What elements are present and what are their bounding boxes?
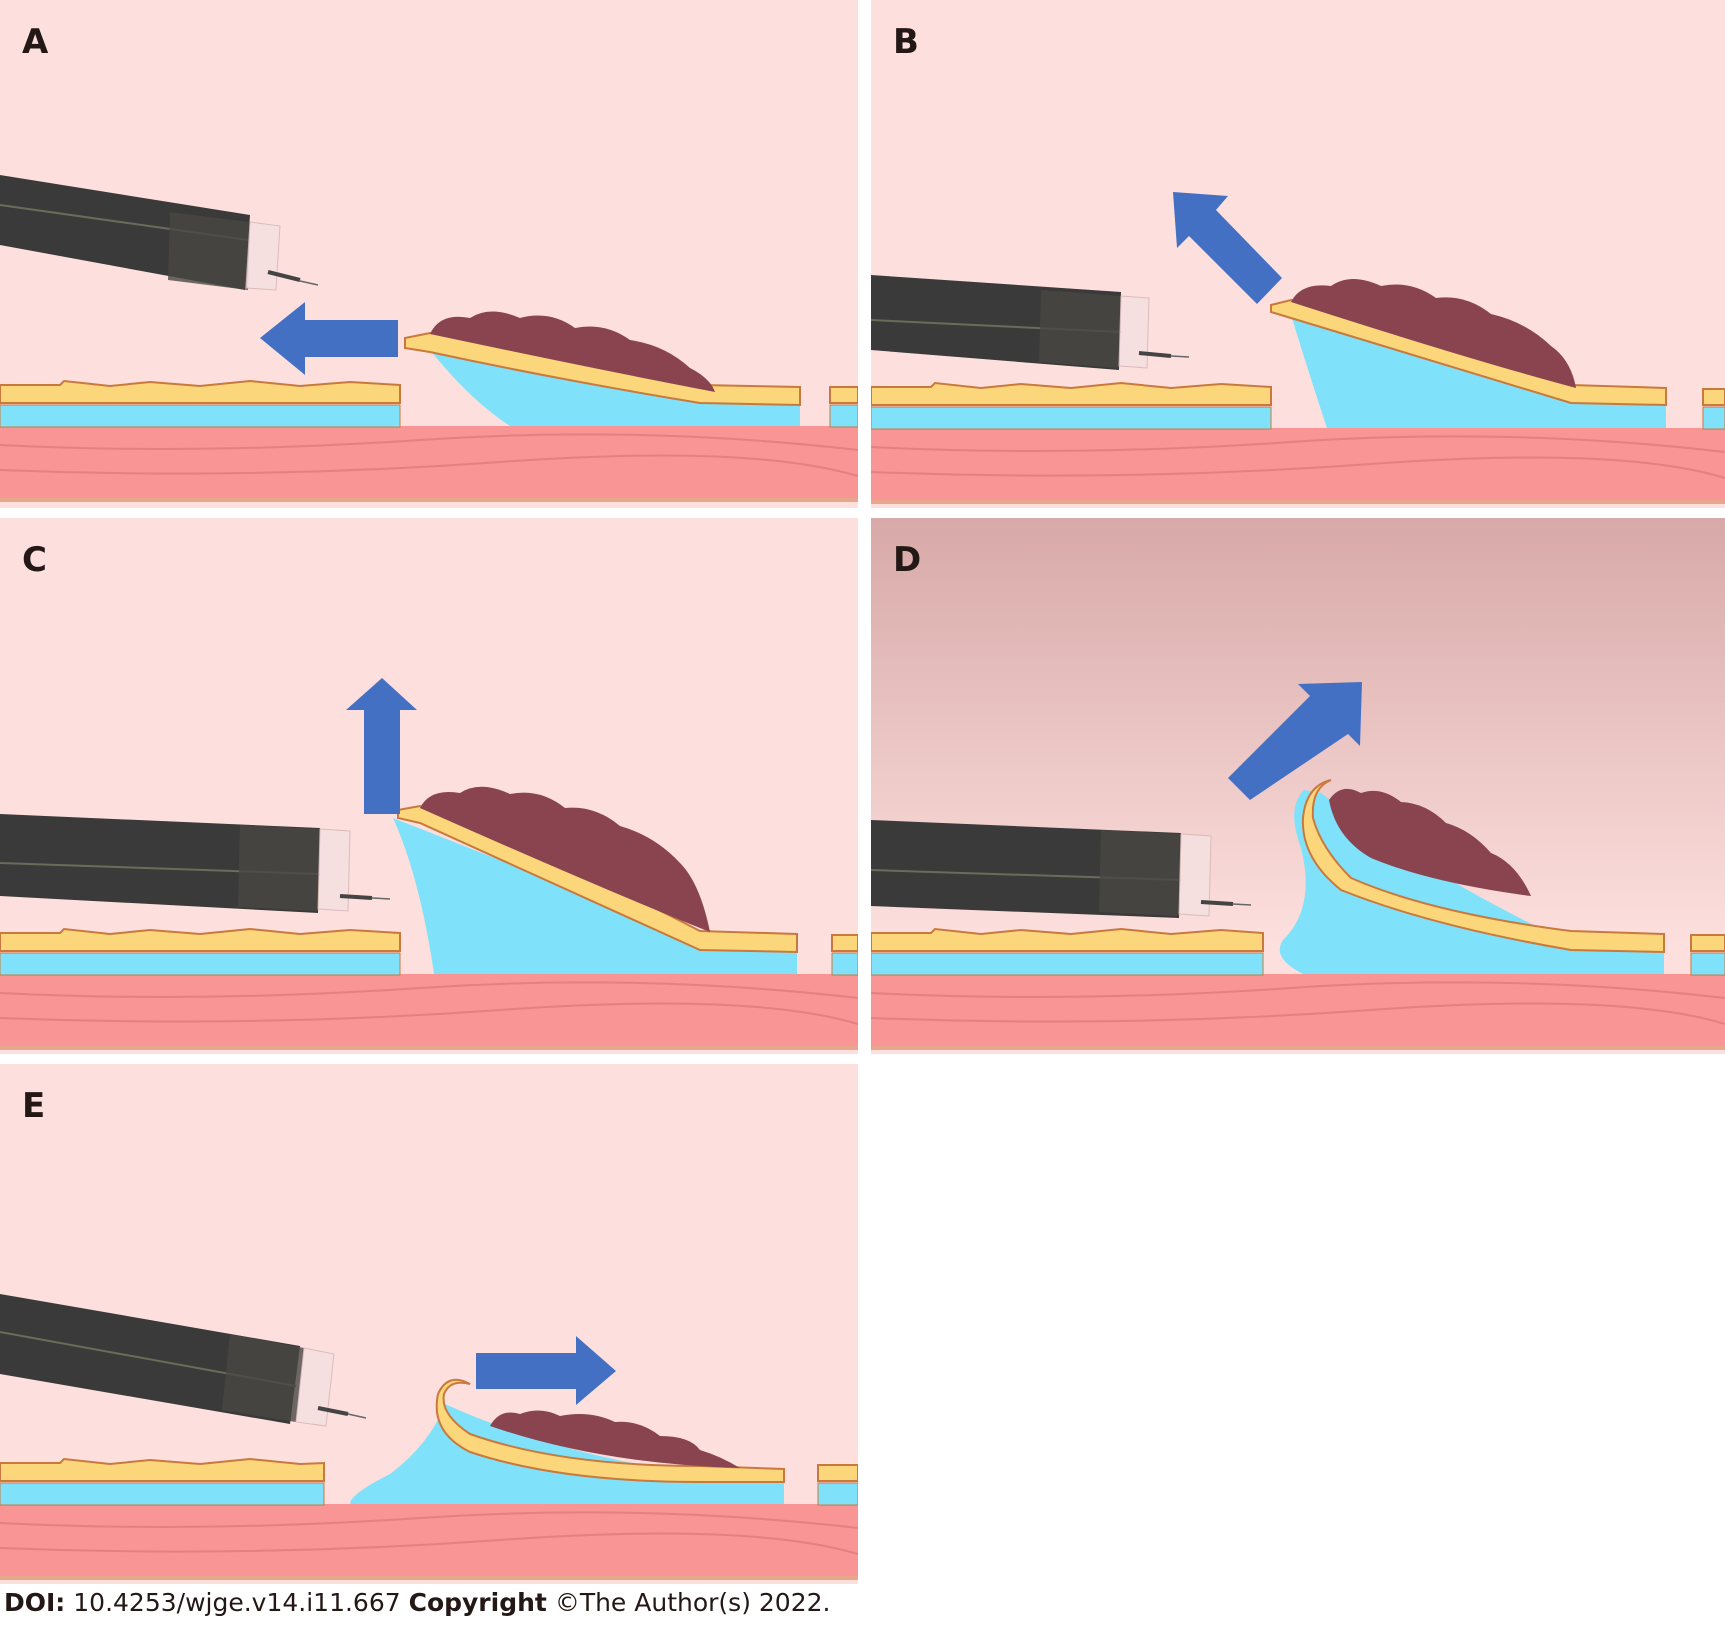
endoscope xyxy=(0,175,319,291)
lesion xyxy=(1291,279,1576,388)
doi-value: 10.4253/wjge.v14.i11.667 xyxy=(73,1588,401,1617)
mucosa-left xyxy=(0,379,401,404)
endoscope xyxy=(871,275,1190,370)
submucosal-cushion xyxy=(393,818,797,974)
copyright-text: ©The Author(s) 2022. xyxy=(554,1588,831,1617)
panel-a: A xyxy=(0,0,858,508)
panel-a-illustration xyxy=(0,0,858,508)
lesion xyxy=(430,311,715,392)
muscle-layer xyxy=(871,428,1725,500)
endoscope xyxy=(871,820,1252,918)
submucosa-left xyxy=(0,404,401,428)
panel-b: B xyxy=(871,0,1725,508)
arrow-right xyxy=(476,1336,616,1405)
panel-d: D xyxy=(871,518,1725,1054)
panel-label-a: A xyxy=(22,22,49,62)
arrow-up xyxy=(346,678,417,814)
panel-d-illustration xyxy=(871,518,1725,1054)
copyright-label: Copyright xyxy=(408,1588,547,1617)
panel-c: C xyxy=(0,518,858,1054)
panel-e-illustration xyxy=(0,1064,858,1584)
arrow-up-right xyxy=(1228,682,1362,800)
muscle-layer xyxy=(871,974,1725,1046)
lesion xyxy=(490,1410,740,1468)
doi-label: DOI: xyxy=(4,1588,66,1617)
citation-footer: DOI: 10.4253/wjge.v14.i11.667 Copyright … xyxy=(4,1588,830,1617)
muscle-layer xyxy=(0,1504,858,1576)
arrow-left xyxy=(260,302,398,375)
lesion xyxy=(1329,788,1531,896)
endoscope xyxy=(0,814,391,913)
panel-label-e: E xyxy=(22,1086,46,1126)
endoscope xyxy=(0,1294,367,1427)
muscle-layer xyxy=(0,974,858,1046)
panel-e: E xyxy=(0,1064,858,1584)
panel-label-b: B xyxy=(893,22,919,62)
panel-label-d: D xyxy=(893,540,922,580)
arrow-up-left xyxy=(1173,192,1282,304)
panel-b-illustration xyxy=(871,0,1725,508)
muscle-layer xyxy=(0,426,858,498)
panel-c-illustration xyxy=(0,518,858,1054)
lesion xyxy=(420,786,710,932)
panel-label-c: C xyxy=(22,540,47,580)
